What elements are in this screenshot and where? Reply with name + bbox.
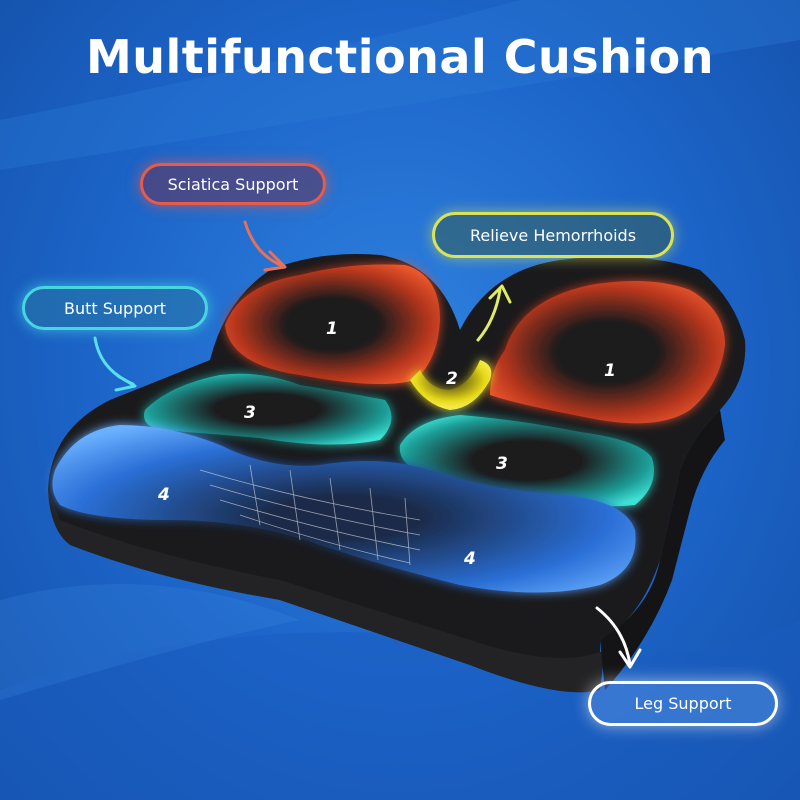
pressure-mesh	[199, 464, 421, 566]
arrow-butt-icon	[93, 336, 137, 392]
zone-number: 4	[157, 485, 170, 505]
label-relieve-hemorrhoids: Relieve Hemorrhoids	[432, 212, 674, 258]
zone-number: 1	[326, 319, 338, 339]
zone-number: 4	[463, 549, 476, 569]
zone-hemorrhoid: 2	[410, 360, 492, 410]
zone-number: 3	[244, 403, 256, 423]
arrow-leg-icon	[595, 606, 642, 669]
zone-sciatica-right: 1	[490, 281, 725, 424]
zone-leg: 4 4	[52, 425, 636, 593]
label-leg-support: Leg Support	[588, 681, 778, 726]
label-sciatica-support: Sciatica Support	[140, 163, 326, 205]
zone-number: 1	[604, 361, 616, 381]
zone-butt-left: 3	[144, 373, 392, 445]
label-butt-support: Butt Support	[22, 286, 208, 330]
zone-number: 3	[496, 454, 508, 474]
arrow-sciatica-icon	[243, 220, 287, 272]
zone-butt-right: 3	[399, 415, 654, 507]
page-title: Multifunctional Cushion	[85, 30, 714, 84]
zone-sciatica-left: 1	[225, 264, 440, 384]
zone-number: 2	[446, 369, 458, 389]
arrow-hemorrhoid-icon	[476, 284, 512, 342]
